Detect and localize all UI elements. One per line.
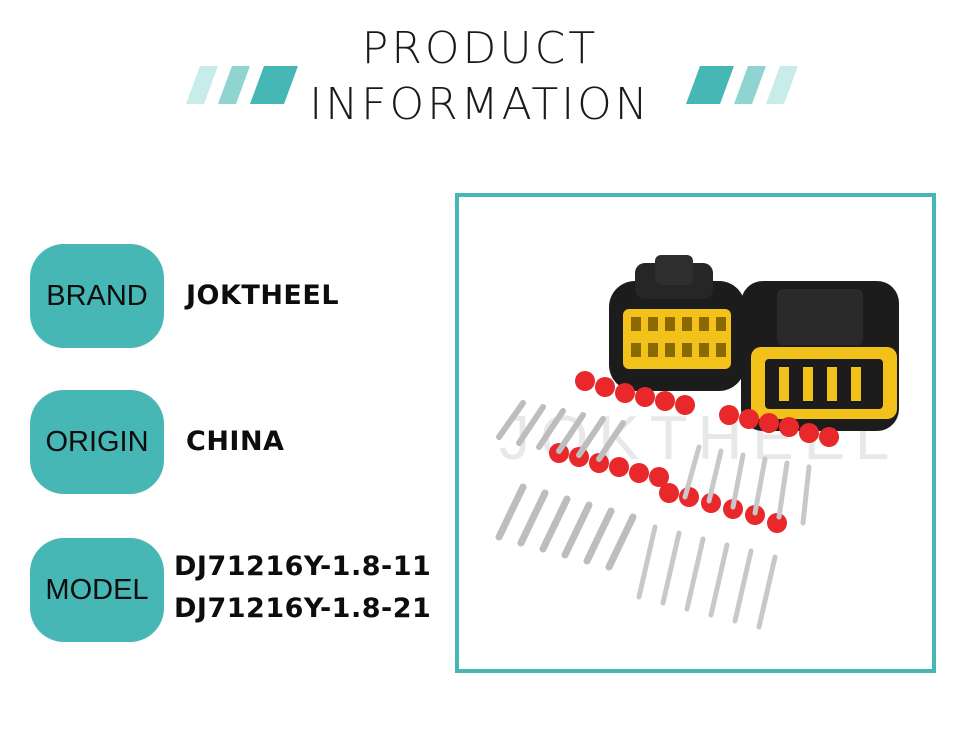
seal-group-1 xyxy=(575,371,695,415)
male-connector xyxy=(741,281,899,431)
connector-kit-illustration: JOKTHEEL xyxy=(495,255,899,630)
brand-value: JOKTHEEL xyxy=(186,280,340,311)
terminals-group-2 xyxy=(682,444,812,526)
model-values: DJ71216Y-1.8-11 DJ71216Y-1.8-21 xyxy=(174,546,431,630)
page-title: PRODUCT INFORMATION xyxy=(0,22,960,134)
terminals-group-3 xyxy=(495,483,637,571)
brand-label-text: BRAND xyxy=(46,279,148,312)
model-label-text: MODEL xyxy=(45,573,149,606)
decorative-stripes-right xyxy=(686,66,798,104)
model-label: MODEL xyxy=(30,538,164,642)
origin-label: ORIGIN xyxy=(30,390,164,494)
model-value-1: DJ71216Y-1.8-11 xyxy=(174,551,432,582)
seal-group-4 xyxy=(659,483,787,533)
model-value-2: DJ71216Y-1.8-21 xyxy=(174,593,432,624)
terminals-group-4 xyxy=(636,524,778,630)
origin-value: CHINA xyxy=(186,426,285,457)
terminals-group-1 xyxy=(496,400,626,462)
origin-label-text: ORIGIN xyxy=(45,425,149,458)
title-line-product: PRODUCT xyxy=(361,23,599,74)
seal-group-2 xyxy=(719,405,839,447)
title-line-information: INFORMATION xyxy=(309,79,651,130)
female-connector xyxy=(609,255,745,391)
product-photo: JOKTHEEL xyxy=(455,193,936,673)
decorative-stripes-left xyxy=(186,66,298,104)
brand-label: BRAND xyxy=(30,244,164,348)
